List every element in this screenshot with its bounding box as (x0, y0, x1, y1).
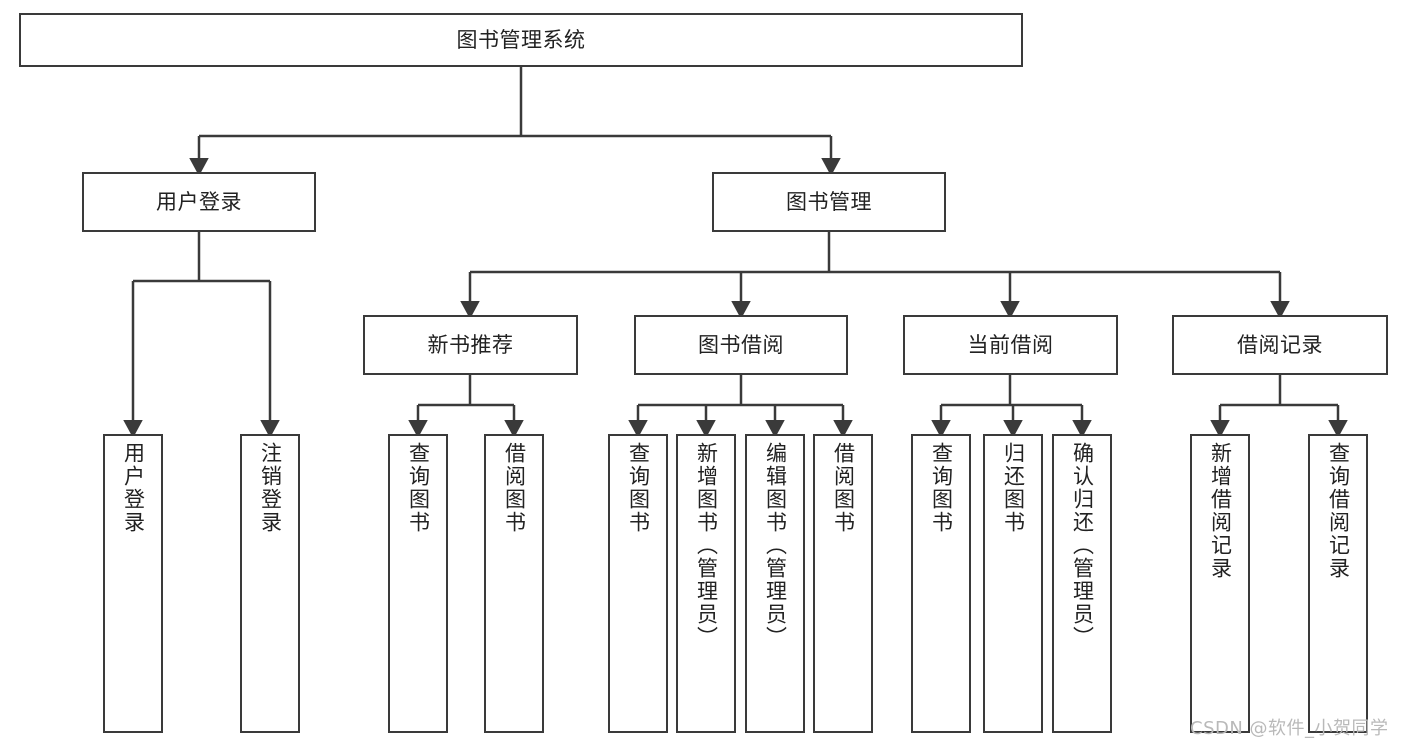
node-user-login[interactable]: 用户登录 (82, 172, 316, 232)
leaf-return-book-label: 归还图书 (1001, 442, 1026, 534)
leaf-lend-book-label: 借阅图书 (831, 442, 856, 534)
node-book-borrow[interactable]: 图书借阅 (634, 315, 848, 375)
leaf-logout-label: 注销登录 (258, 442, 283, 534)
csdn-watermark: CSDN @软件_小贺同学 (1190, 718, 1389, 739)
leaf-query-book-borrow-label: 查询图书 (626, 442, 651, 534)
leaf-add-borrow-record[interactable]: 新增借阅记录 (1190, 434, 1250, 733)
leaf-return-book[interactable]: 归还图书 (983, 434, 1043, 733)
leaf-borrow-book-recommend-label: 借阅图书 (502, 442, 527, 534)
node-current-borrow[interactable]: 当前借阅 (903, 315, 1118, 375)
leaf-add-book-admin[interactable]: 新增图书（管理员） (676, 434, 736, 733)
leaf-confirm-return-admin[interactable]: 确认归还（管理员） (1052, 434, 1112, 733)
node-borrow-record[interactable]: 借阅记录 (1172, 315, 1388, 375)
leaf-borrow-book-recommend[interactable]: 借阅图书 (484, 434, 544, 733)
leaf-query-book-current[interactable]: 查询图书 (911, 434, 971, 733)
node-borrow-record-label: 借阅记录 (1237, 332, 1323, 357)
node-new-book-recommend[interactable]: 新书推荐 (363, 315, 578, 375)
leaf-add-book-admin-label: 新增图书（管理员） (694, 442, 719, 649)
node-current-borrow-label: 当前借阅 (967, 332, 1054, 357)
leaf-edit-book-admin[interactable]: 编辑图书（管理员） (745, 434, 805, 733)
leaf-user-login-label: 用户登录 (121, 442, 146, 534)
leaf-query-borrow-record[interactable]: 查询借阅记录 (1308, 434, 1368, 733)
leaf-user-login[interactable]: 用户登录 (103, 434, 163, 733)
leaf-logout[interactable]: 注销登录 (240, 434, 300, 733)
node-root[interactable]: 图书管理系统 (19, 13, 1023, 67)
leaf-query-borrow-record-label: 查询借阅记录 (1326, 442, 1351, 580)
leaf-edit-book-admin-label: 编辑图书（管理员） (763, 442, 788, 649)
node-book-borrow-label: 图书借阅 (698, 332, 784, 357)
leaf-query-book-recommend[interactable]: 查询图书 (388, 434, 448, 733)
leaf-confirm-return-admin-label: 确认归还（管理员） (1070, 442, 1095, 649)
leaf-query-book-recommend-label: 查询图书 (406, 442, 431, 534)
leaf-lend-book[interactable]: 借阅图书 (813, 434, 873, 733)
node-user-login-label: 用户登录 (156, 189, 242, 214)
node-new-book-recommend-label: 新书推荐 (427, 332, 514, 357)
node-book-management[interactable]: 图书管理 (712, 172, 946, 232)
node-book-management-label: 图书管理 (786, 189, 872, 214)
leaf-query-book-current-label: 查询图书 (929, 442, 954, 534)
leaf-query-book-borrow[interactable]: 查询图书 (608, 434, 668, 733)
leaf-add-borrow-record-label: 新增借阅记录 (1208, 442, 1233, 580)
node-root-label: 图书管理系统 (456, 27, 586, 52)
